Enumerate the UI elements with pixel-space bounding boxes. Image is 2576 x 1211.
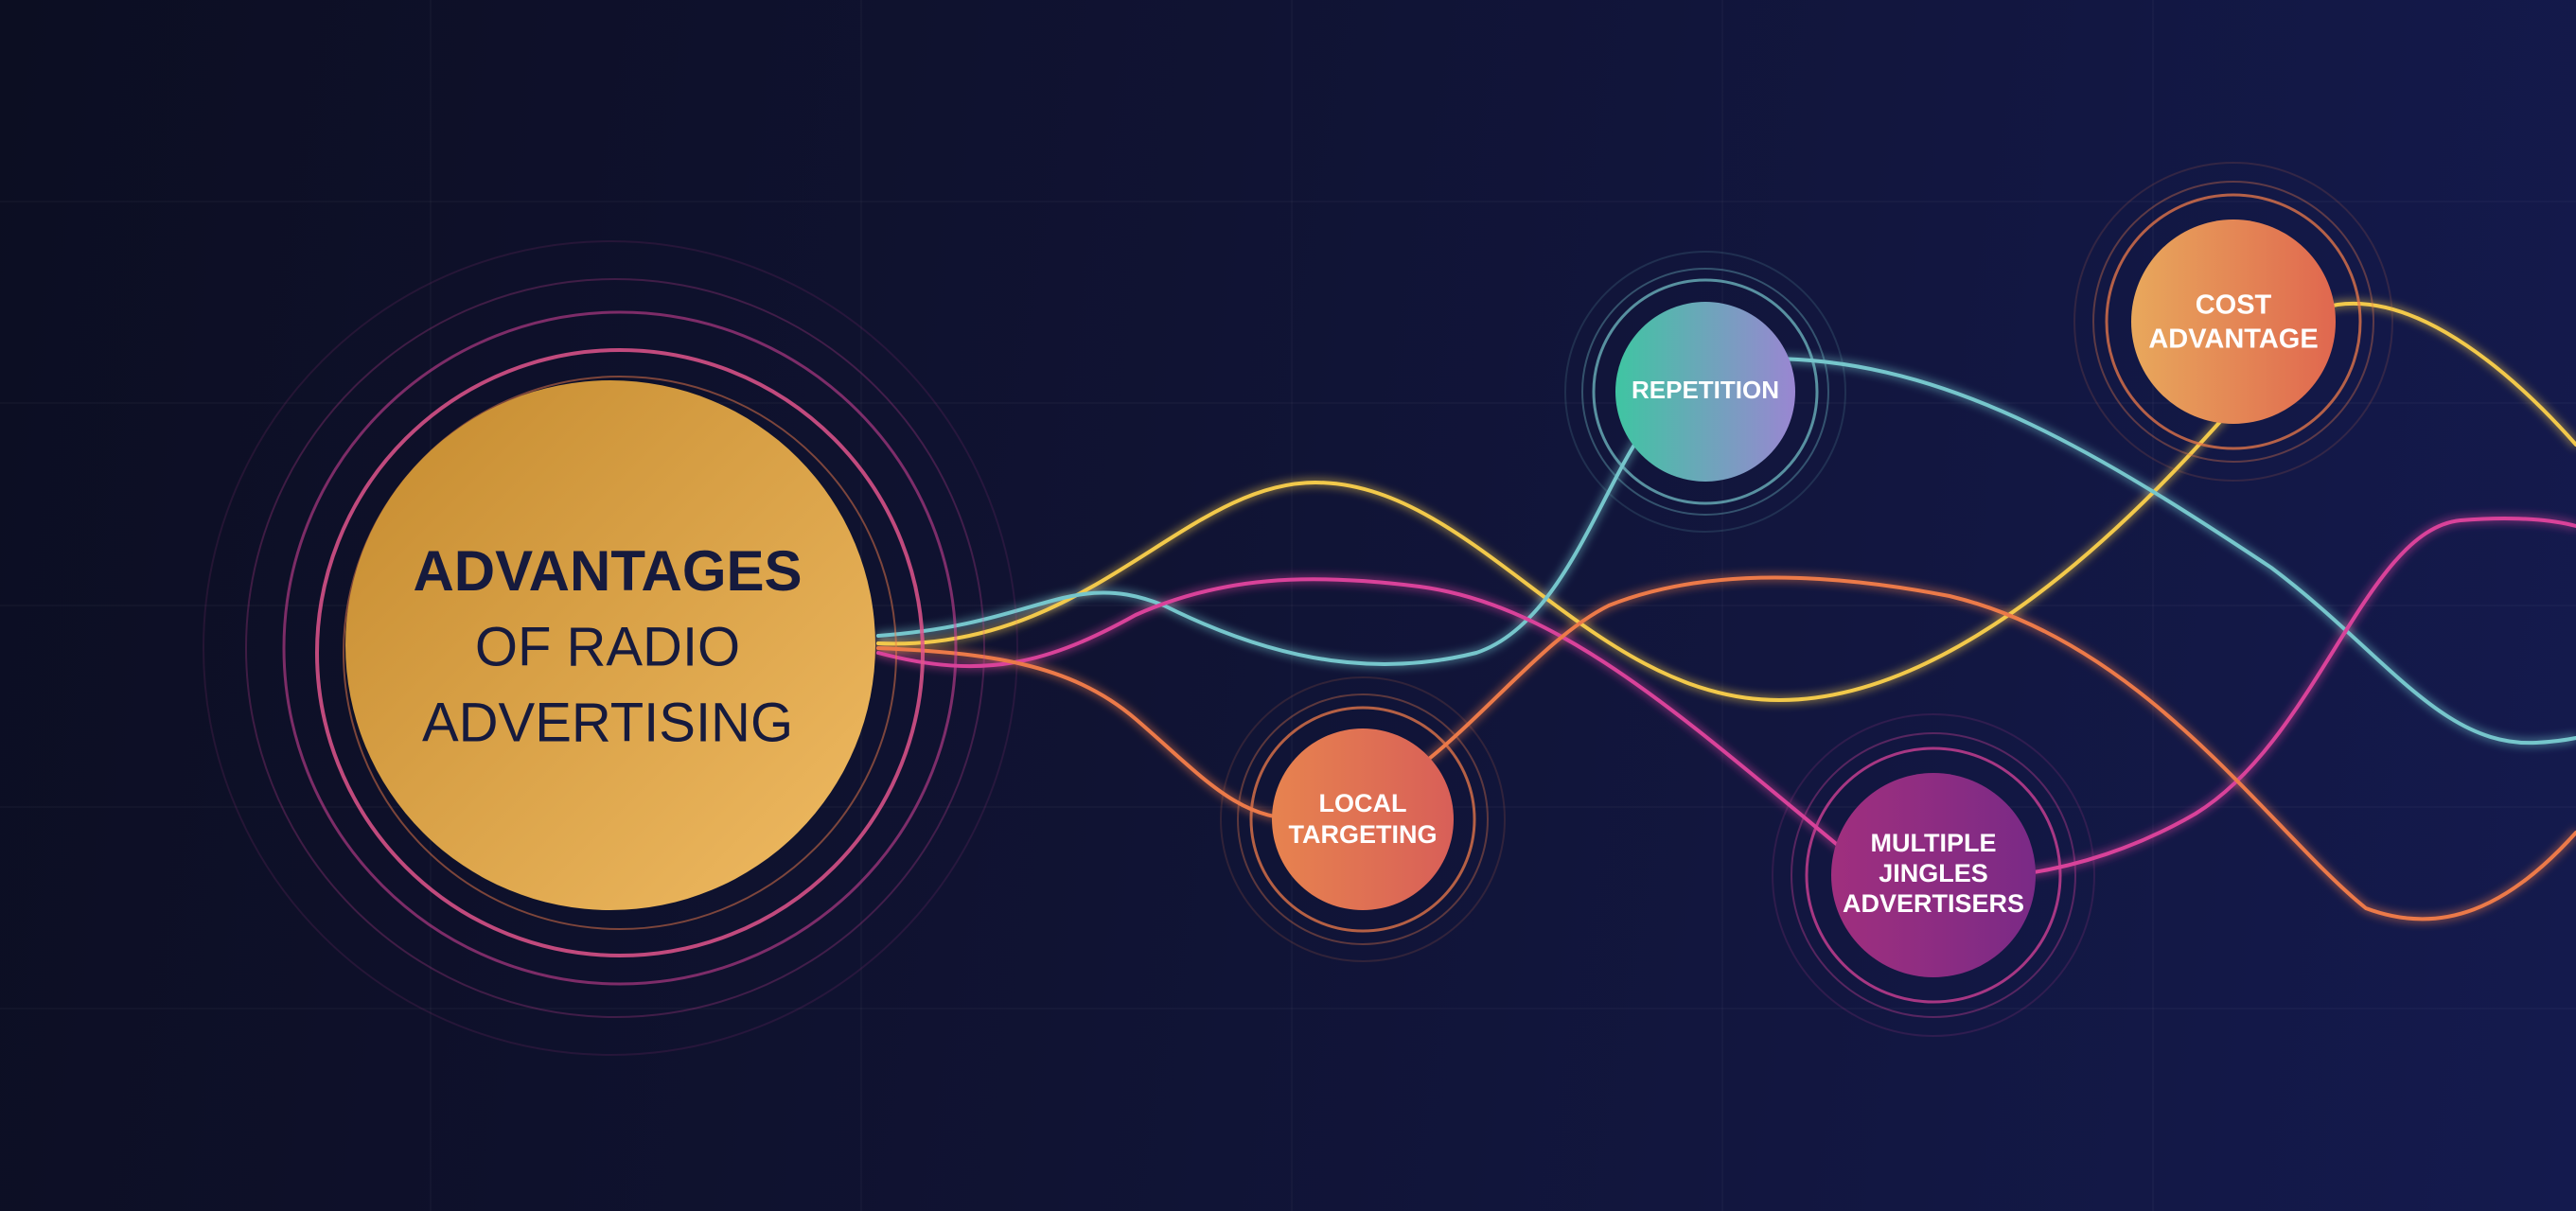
- local-targeting-node[interactable]: LOCAL TARGETING: [1220, 676, 1506, 962]
- multiple-jingles-label-2: JINGLES: [1879, 859, 1988, 887]
- cost-advantage-node[interactable]: COST ADVANTAGE: [2073, 162, 2393, 482]
- yellow-flow-line: [876, 301, 2576, 703]
- repetition-label-1: REPETITION: [1632, 376, 1779, 404]
- multiple-jingles-label-1: MULTIPLE: [1871, 829, 1997, 857]
- local-targeting-label-1: LOCAL: [1319, 789, 1407, 817]
- title-line-2: OF RADIO: [475, 616, 740, 677]
- multiple-jingles-advertisers-node[interactable]: MULTIPLE JINGLES ADVERTISERS: [1772, 713, 2095, 1037]
- local-targeting-circle: [1272, 728, 1454, 910]
- repetition-circle: [1615, 302, 1795, 482]
- local-targeting-label-2: TARGETING: [1289, 820, 1438, 849]
- title-line-3: ADVERTISING: [422, 692, 793, 753]
- multiple-jingles-label-3: ADVERTISERS: [1843, 889, 2024, 918]
- main-title-node: ADVANTAGES OF RADIO ADVERTISING: [203, 240, 1018, 1056]
- cost-advantage-label-1: COST: [2196, 290, 2272, 321]
- orange-flow-line: [876, 575, 2576, 921]
- main-title-circle: [345, 380, 875, 910]
- cost-advantage-circle: [2131, 219, 2336, 424]
- title-line-1: ADVANTAGES: [413, 539, 802, 603]
- cost-advantage-label-2: ADVANTAGE: [2148, 325, 2318, 355]
- multiple-jingles-advertisers-circle: [1831, 773, 2036, 977]
- repetition-node[interactable]: REPETITION: [1564, 251, 1846, 533]
- pink-flow-line: [876, 516, 2576, 880]
